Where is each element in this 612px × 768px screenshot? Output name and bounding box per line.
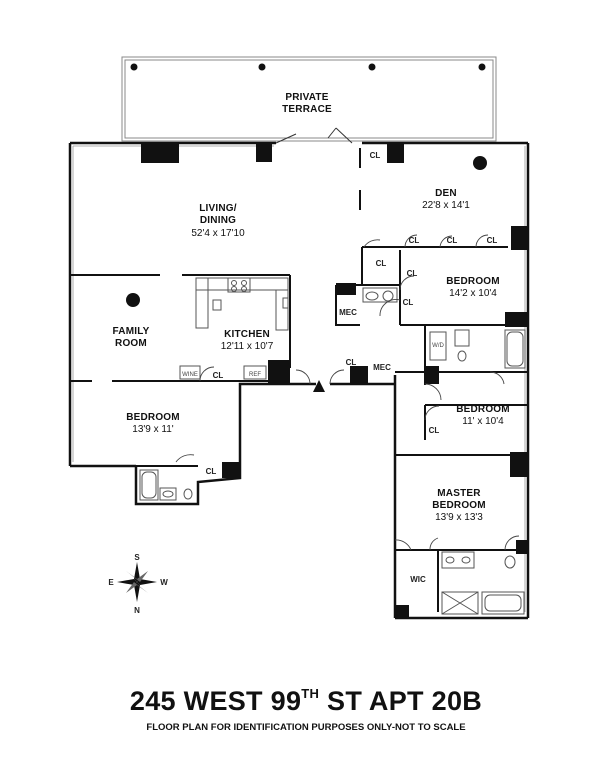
wine-fridge-label: WINE [182,372,198,378]
den-dims: 22'8 x 14'1 [422,200,470,211]
terrace-doors [275,127,353,144]
kitchen-counters [179,277,289,380]
bedroom-2-dims: 11' x 10'4 [462,416,504,427]
closet-label: CL [406,269,418,278]
structural-columns [141,143,528,618]
address-superscript: TH [301,686,320,701]
closet-label: CL [408,236,420,245]
closet-label: CL [402,298,414,307]
bathroom-fixtures [139,287,526,615]
kitchen-label: KITCHEN [224,329,270,340]
bedroom-1-dims: 14'2 x 10'4 [449,288,497,299]
address-title: 245 WEST 99TH ST APT 20B [0,686,612,717]
compass-west: W [160,578,168,587]
closet-label: CL [375,259,387,268]
mech-label: MEC [339,308,357,317]
bedroom-3-dims: 13'9 x 11' [132,424,174,435]
interior-walls [70,148,528,612]
master-bedroom-dims: 13'9 x 13'3 [435,512,483,523]
terrace-label: PRIVATE TERRACE [282,92,332,115]
private-terrace [121,56,497,142]
window-lines [72,145,526,612]
washer-dryer-label: W/D [432,343,444,349]
entry-arrow-icon [313,380,325,392]
door-swings [175,234,520,551]
compass-south: S [134,553,140,562]
family-column [126,293,140,307]
living-dining-dims: 52'4 x 17'10 [191,228,245,239]
closet-label: CL [345,358,357,367]
den-column [473,156,487,170]
address-main: 245 WEST 99 [129,686,302,716]
disclaimer: FLOOR PLAN FOR IDENTIFICATION PURPOSES O… [146,722,466,733]
compass-north: N [134,606,140,615]
closet-label: CL [212,371,224,380]
refrigerator-label: REF [249,372,261,378]
closet-label: CL [205,467,217,476]
bedroom-3-label: BEDROOM [126,412,180,423]
terrace-posts [130,63,486,71]
closet-label: CL [486,236,498,245]
bedroom-2-label: BEDROOM [456,404,510,415]
address-suffix: ST APT 20B [319,686,483,716]
kitchen-dims: 12'11 x 10'7 [220,341,274,352]
mech-label: MEC [373,363,391,372]
closet-label: CL [446,236,458,245]
compass-east: E [108,578,114,587]
walk-in-closet-label: WIC [410,575,426,584]
bedroom-1-label: BEDROOM [446,276,500,287]
closet-label: CL [428,426,440,435]
den-label: DEN [435,188,457,199]
compass-rose-icon [117,562,157,602]
closet-label: CL [369,151,381,160]
living-dining-label: LIVING/ DINING [199,203,237,226]
family-room-label: FAMILY ROOM [112,326,150,349]
master-bedroom-label: MASTER BEDROOM [432,488,486,511]
